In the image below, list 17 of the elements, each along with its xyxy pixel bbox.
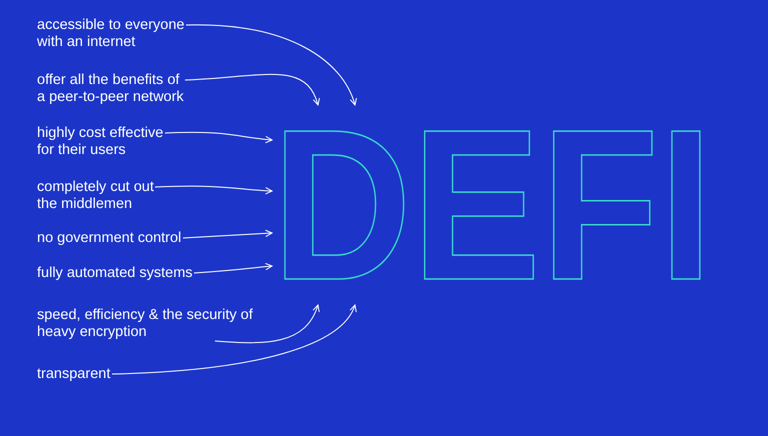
benefit-text: fully automated systems bbox=[37, 265, 194, 282]
curved-arrow bbox=[182, 230, 272, 238]
curved-arrow bbox=[154, 186, 272, 194]
benefit-text: accessible to everyone with an internet bbox=[37, 17, 186, 51]
curved-arrow bbox=[186, 24, 356, 106]
curved-arrow bbox=[184, 74, 320, 106]
benefit-text: offer all the benefits of a peer-to-peer network bbox=[37, 72, 185, 106]
curved-arrow bbox=[214, 304, 320, 344]
benefit-text: highly cost effective for their users bbox=[37, 125, 165, 159]
curved-arrow bbox=[164, 132, 272, 144]
benefit-text: speed, efficiency & the security of heavy encryption bbox=[37, 307, 254, 341]
benefit-text: completely cut out the middlemen bbox=[37, 179, 155, 213]
benefit-text: no government control bbox=[37, 230, 183, 247]
curved-arrow bbox=[194, 262, 272, 274]
outlined-title-text: DEFI bbox=[272, 105, 713, 305]
benefit-text: transparent bbox=[37, 366, 112, 383]
curved-arrow bbox=[112, 304, 356, 374]
